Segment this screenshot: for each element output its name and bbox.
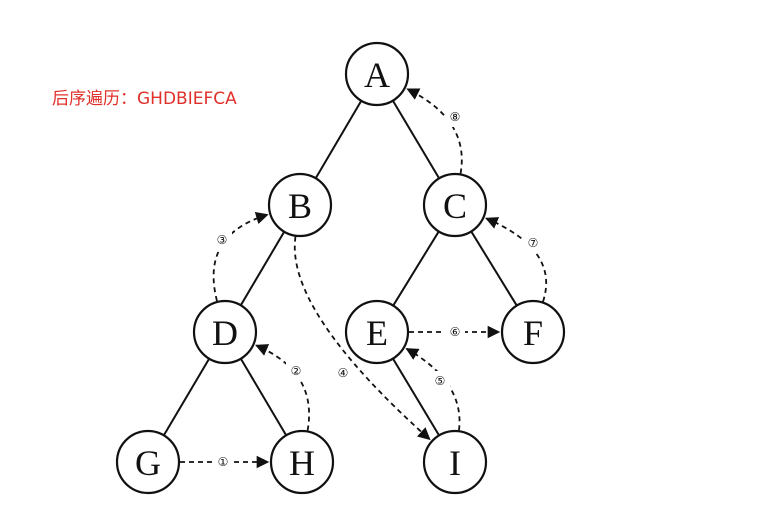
step-label-background: [523, 233, 543, 253]
traversal-caption: 后序遍历：GHDBIEFCA: [52, 89, 237, 109]
node-label: G: [135, 443, 161, 483]
node-circle: [422, 172, 488, 238]
step-label-background: [430, 371, 450, 391]
node-label: A: [364, 55, 390, 95]
tree-edge-d-h: [239, 358, 288, 436]
node-circle: [344, 41, 410, 107]
step-label: ②: [286, 361, 306, 381]
tree-node-a: A: [344, 41, 410, 107]
step-label-background: [286, 361, 306, 381]
node-label: F: [523, 313, 543, 353]
tree-node-d: D: [192, 299, 258, 365]
tree-edge-a-c: [392, 100, 440, 179]
tree-edge-b-d: [239, 231, 286, 306]
thread-arrow-b-i: [293, 236, 431, 441]
step-label: ⑧: [445, 107, 465, 127]
step-number: ①: [218, 455, 229, 469]
node-label: D: [212, 313, 238, 353]
step-number: ④: [338, 366, 349, 380]
node-circle: [500, 299, 566, 365]
thread-arrow-h-d: [255, 344, 310, 431]
thread-arrow-d-b: [212, 212, 269, 302]
thread-arrow-c-a: [406, 88, 463, 174]
step-label-background: [212, 230, 232, 250]
node-circle: [422, 429, 488, 495]
tree-node-h: H: [269, 429, 335, 495]
step-label: ④: [333, 363, 353, 383]
step-number: ②: [291, 364, 302, 378]
step-number: ⑧: [450, 110, 461, 124]
node-label: B: [288, 186, 312, 226]
node-circle: [269, 429, 335, 495]
node-circle: [192, 299, 258, 365]
step-label-background: [445, 107, 465, 127]
node-label: E: [366, 313, 388, 353]
step-label: ①: [213, 452, 233, 472]
node-circle: [267, 172, 333, 238]
tree-edge-c-e: [392, 230, 440, 307]
node-label: H: [289, 443, 315, 483]
step-label: ③: [212, 230, 232, 250]
node-circle: [344, 299, 410, 365]
step-number: ⑥: [450, 325, 461, 339]
tree-node-i: I: [422, 429, 488, 495]
thread-arrow-f-c: [485, 217, 548, 302]
tree-edge-e-i: [392, 358, 440, 436]
step-number: ⑦: [528, 236, 539, 250]
tree-node-g: G: [115, 429, 181, 495]
step-label-background: [213, 452, 233, 472]
tree-edge-d-g: [162, 358, 211, 436]
tree-node-c: C: [422, 172, 488, 238]
step-number: ③: [217, 233, 228, 247]
tree-node-f: F: [500, 299, 566, 365]
step-label-background: [333, 363, 353, 383]
node-circle: [115, 429, 181, 495]
tree-edge-a-b: [314, 100, 363, 179]
step-label: ⑤: [430, 371, 450, 391]
tree-edge-c-f: [470, 230, 518, 307]
tree-node-b: B: [267, 172, 333, 238]
step-label: ⑦: [523, 233, 543, 253]
node-label: C: [443, 186, 467, 226]
step-number: ⑤: [435, 374, 446, 388]
step-label: ⑥: [445, 322, 465, 342]
tree-node-e: E: [344, 299, 410, 365]
step-label-background: [445, 322, 465, 342]
node-label: I: [449, 443, 461, 483]
